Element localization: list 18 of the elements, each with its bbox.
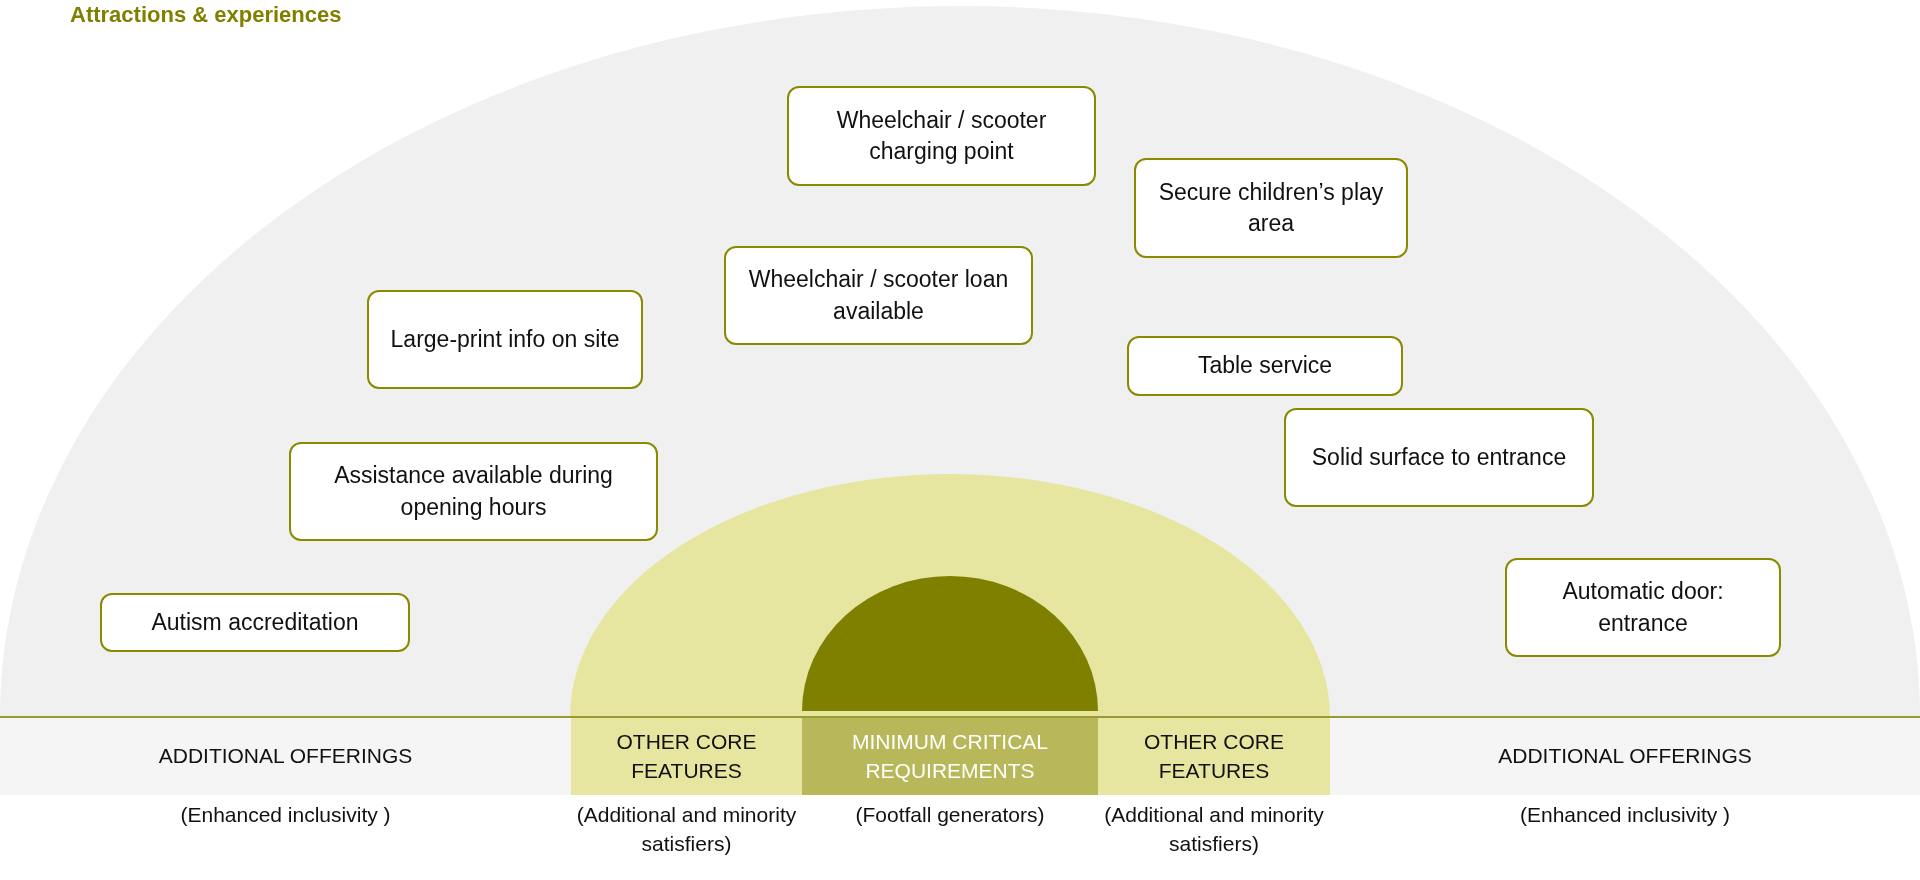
- category-label: OTHER CORE FEATURES: [1098, 717, 1330, 795]
- category-note: (Additional and minority satisfiers): [1103, 802, 1325, 858]
- feature-box: Large-print info on site: [367, 290, 643, 389]
- category-label: MINIMUM CRITICAL REQUIREMENTS: [802, 717, 1098, 795]
- category-note: (Additional and minority satisfiers): [575, 802, 798, 858]
- diagram-title: Attractions & experiences: [70, 2, 342, 28]
- feature-box: Wheelchair / scooter charging point: [787, 86, 1096, 186]
- category-note: (Footfall generators): [854, 802, 1046, 828]
- category-label: OTHER CORE FEATURES: [571, 717, 802, 795]
- feature-box: Automatic door: entrance: [1505, 558, 1781, 657]
- category-note: (Enhanced inclusivity ): [1518, 802, 1732, 828]
- feature-box: Assistance available during opening hours: [289, 442, 658, 541]
- category-note: (Enhanced inclusivity ): [179, 802, 392, 828]
- feature-box: Table service: [1127, 336, 1403, 396]
- feature-box: Autism accreditation: [100, 593, 410, 652]
- feature-box: Solid surface to entrance: [1284, 408, 1594, 507]
- feature-box: Secure children’s play area: [1134, 158, 1408, 258]
- feature-box: Wheelchair / scooter loan available: [724, 246, 1033, 345]
